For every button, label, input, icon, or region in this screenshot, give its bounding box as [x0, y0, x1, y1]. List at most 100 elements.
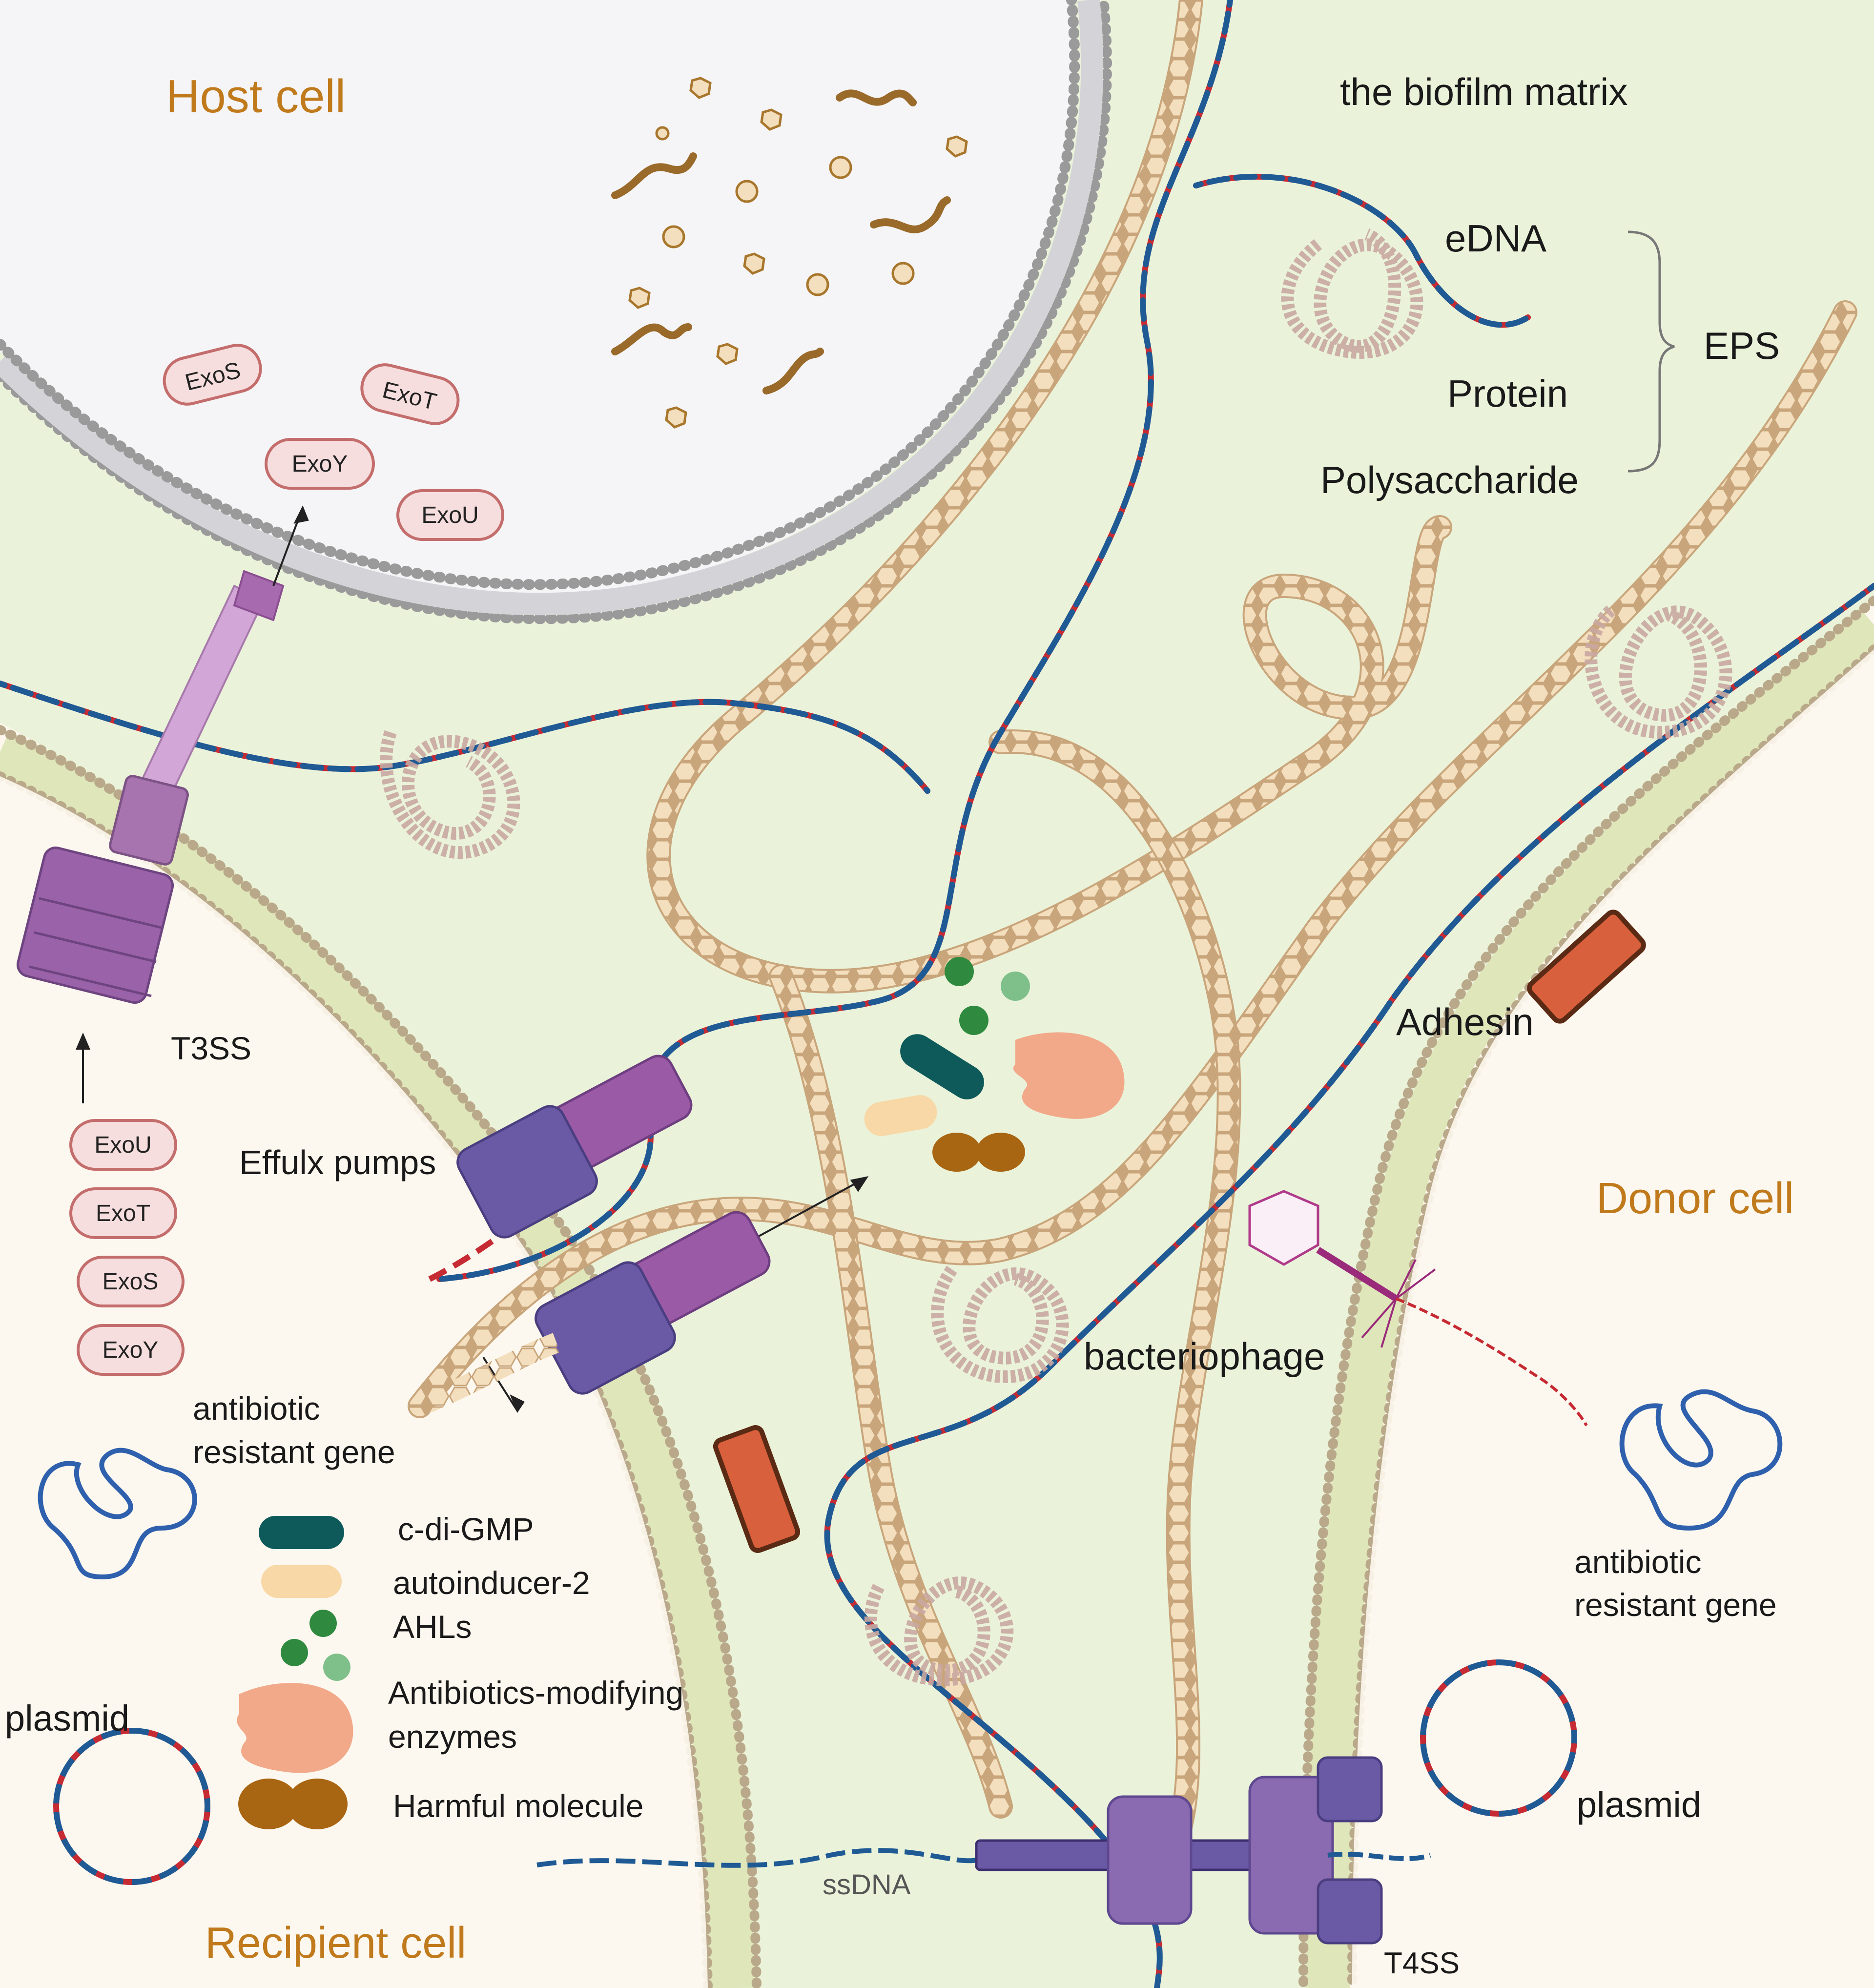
- particle: [689, 77, 712, 99]
- ssdna-strand: [536, 1848, 977, 1868]
- label-efflux-pumps: Effulx pumps: [239, 1143, 436, 1181]
- protein-clumps: [380, 228, 1732, 1686]
- effector-label: ExoU: [421, 502, 478, 528]
- legend: c-di-GMP autoinducer-2 AHLs Antibiotics-…: [237, 1511, 683, 1829]
- protein-clump: [864, 1576, 1014, 1686]
- particle: [829, 156, 852, 179]
- eps-bracket: [1627, 230, 1675, 473]
- label-t3ss: T3SS: [171, 1030, 251, 1066]
- legend-icon-autoinducer: [261, 1565, 342, 1598]
- label-ssdna: ssDNA: [823, 1869, 911, 1901]
- effector-pill: [265, 438, 375, 490]
- legend-label-c-di-gmp: c-di-GMP: [398, 1511, 534, 1547]
- legend-label-enzymes: enzymes: [388, 1719, 517, 1755]
- filament: [762, 348, 824, 394]
- efflux-chain: [416, 1333, 560, 1416]
- particle: [665, 406, 687, 429]
- autoinducer-molecule: [864, 1095, 937, 1136]
- label-plasmid-left: plasmid: [5, 1698, 129, 1739]
- particle: [662, 225, 685, 248]
- donor-membrane-outer: [1298, 596, 1874, 1988]
- label-resistant-gene-right: antibiotic: [1574, 1544, 1702, 1580]
- effector-label: ExoT: [96, 1201, 150, 1226]
- particle: [891, 262, 915, 285]
- plasmid-right: [1420, 1659, 1577, 1817]
- t4ss-dna-out: [1327, 1851, 1431, 1862]
- label-plasmid-right: plasmid: [1577, 1784, 1701, 1825]
- harmful-molecule: [932, 1133, 981, 1172]
- donor-membrane-tails: [1306, 608, 1874, 1988]
- host-membrane-inner: [0, 0, 1080, 590]
- t3ss-base: [16, 846, 174, 1004]
- polysaccharide-chains: [408, 0, 1857, 1867]
- particle: [806, 273, 829, 296]
- efflux-base: [456, 1105, 598, 1239]
- label-resistant-gene-left: resistant gene: [193, 1434, 395, 1470]
- filament: [611, 323, 692, 355]
- t3ss-needle-tip: [233, 570, 285, 621]
- particle: [655, 126, 670, 141]
- t4ss-core: [1107, 1795, 1193, 1925]
- recipient-cell-body: [0, 776, 708, 1988]
- legend-icon-harmful: [287, 1779, 348, 1829]
- label-resistant-gene-left: antibiotic: [193, 1390, 320, 1427]
- label-protein: Protein: [1447, 372, 1568, 415]
- host-particles: [628, 77, 968, 429]
- filament: [611, 152, 697, 199]
- particle: [716, 343, 739, 365]
- legend-icon-c-di-gmp: [259, 1516, 344, 1549]
- label-t4ss: T4SS: [1384, 1947, 1460, 1980]
- t4ss-pilus: [1317, 1878, 1383, 1945]
- edna-strand-blue: [824, 583, 1874, 1988]
- label-donor-cell: Donor cell: [1596, 1174, 1794, 1223]
- adhesin-recipient: [713, 1425, 801, 1553]
- polysaccharide-chain: [990, 731, 1239, 1865]
- ahl-molecule: [959, 1006, 988, 1035]
- label-recipient-cell: Recipient cell: [205, 1919, 466, 1967]
- effector-pill: [69, 1119, 177, 1171]
- legend-icon-ahl: [281, 1639, 308, 1666]
- t3ss-rod: [109, 775, 189, 866]
- efflux-pump-1: [428, 1055, 693, 1282]
- effector-pill: [396, 489, 504, 541]
- donor-cell-body: [1352, 649, 1874, 1988]
- adhesin-donor: [1527, 910, 1646, 1024]
- phage-fibers: [1361, 1259, 1436, 1348]
- resistant-gene-coils: [38, 1389, 1783, 1580]
- label-resistant-gene-right: resistant gene: [1574, 1587, 1777, 1623]
- bacteriophage: [1248, 1190, 1588, 1427]
- particle: [743, 252, 765, 275]
- phage-dna: [1395, 1297, 1588, 1427]
- label-adhesin: Adhesin: [1396, 1000, 1534, 1043]
- host-filaments: [611, 89, 951, 394]
- legend-icon-ahl: [323, 1654, 350, 1681]
- filament: [836, 89, 917, 106]
- t3ss-injectisome: [16, 570, 285, 1004]
- effector-pill: [77, 1256, 185, 1307]
- plasmid-left: [53, 1728, 210, 1885]
- effector-pills-recipient: ExoU ExoT ExoS ExoY: [69, 1119, 185, 1376]
- resistant-gene-coil-left: [38, 1448, 197, 1580]
- polysaccharide-chain: [648, 0, 1450, 992]
- resistant-gene-coil-right: [1619, 1389, 1783, 1531]
- effector-pills-host: ExoS ExoT ExoY ExoU: [163, 344, 504, 541]
- filament: [870, 196, 951, 233]
- effector-pill: [77, 1324, 185, 1376]
- protein-clump: [1281, 228, 1423, 359]
- particle: [735, 180, 759, 203]
- legend-label-harmful: Harmful molecule: [393, 1788, 644, 1824]
- efflux-pump-2: [416, 1211, 771, 1416]
- arrow-efflux-out: [751, 1180, 860, 1241]
- harmful-molecule: [976, 1133, 1025, 1172]
- label-eps: EPS: [1704, 324, 1780, 367]
- ahl-molecule: [945, 957, 974, 986]
- host-membrane-tails: [0, 0, 1103, 616]
- c-di-gmp-molecule: [900, 1034, 984, 1099]
- edna-strand-blue: [1193, 173, 1531, 328]
- ahl-molecule: [1001, 972, 1030, 1001]
- effector-label: ExoY: [292, 451, 348, 477]
- effector-label: ExoU: [94, 1132, 151, 1158]
- protein-clump: [931, 1265, 1069, 1384]
- enzyme-molecule: [1013, 1032, 1125, 1119]
